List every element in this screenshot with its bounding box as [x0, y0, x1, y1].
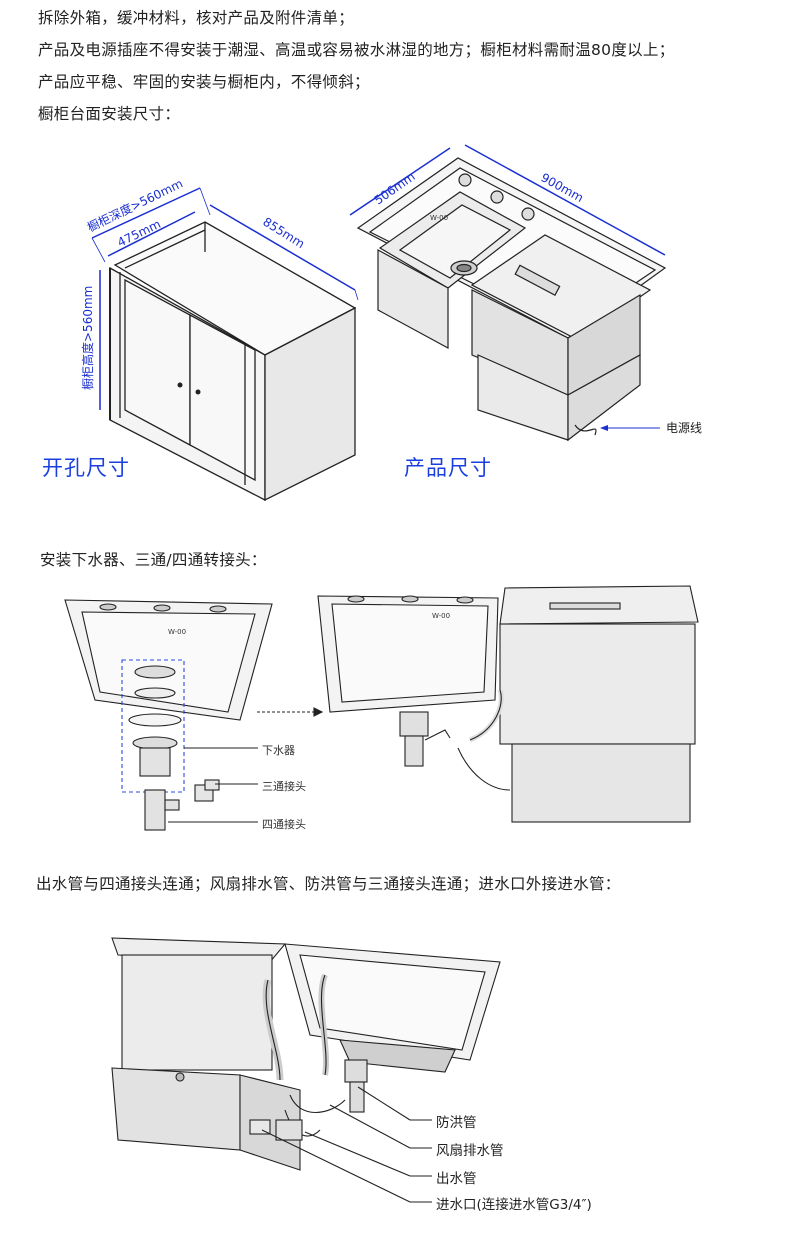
intro-line-2: 产品及电源插座不得安装于潮湿、高温或容易被水淋湿的地方；橱柜材料需耐温80度以上…	[38, 41, 675, 59]
section2-title: 安装下水器、三通/四通转接头：	[40, 551, 267, 569]
door-knob-left	[177, 382, 183, 388]
drain-install-drawing: W-00 W-00	[64, 585, 699, 831]
cross-label: 四通接头	[262, 818, 306, 831]
intro-line-1: 拆除外箱，缓冲材料，核对产品及附件清单；	[38, 9, 355, 27]
inlet-label: 进水口(连接进水管G3/4″)	[436, 1197, 592, 1213]
power-cord-label: 电源线	[666, 421, 702, 435]
flood-pipe-label: 防洪管	[436, 1115, 477, 1131]
door-knob-right	[195, 389, 201, 395]
sink-faucet-mark: W-00	[430, 214, 448, 222]
dim-cabinet-height: 橱柜高度>560mm	[80, 286, 95, 390]
outlet-pipe-label: 出水管	[436, 1171, 477, 1187]
cabinet-size-label: 开孔尺寸	[42, 456, 130, 480]
intro-line-4: 橱柜台面安装尺寸：	[38, 105, 181, 123]
cabinet-drawing: 橱柜深度>560mm 475mm 855mm 橱柜高度>560mm W-00	[80, 144, 702, 502]
left-sink-mark: W-00	[168, 628, 186, 636]
section3-title: 出水管与四通接头连通；风扇排水管、防洪管与三通接头连通；进水口外接进水管：	[36, 875, 621, 893]
drain-label: 下水器	[262, 744, 295, 757]
right-sink-mark: W-00	[432, 612, 450, 620]
fan-drain-label: 风扇排水管	[436, 1143, 504, 1159]
product-size-label: 产品尺寸	[404, 456, 492, 480]
tee-label: 三通接头	[262, 780, 306, 793]
intro-line-3: 产品应平稳、牢固的安装与橱柜内，不得倾斜；	[38, 73, 370, 91]
